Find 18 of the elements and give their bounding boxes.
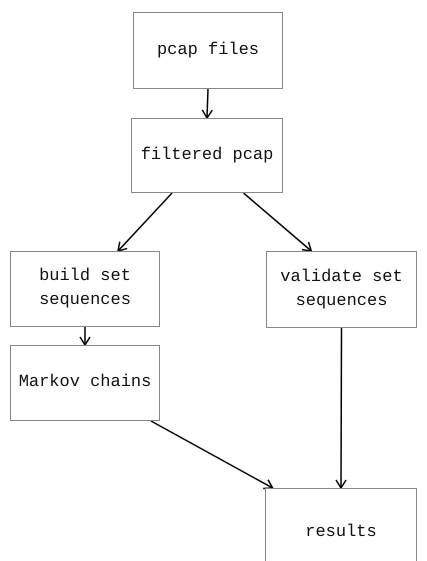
process-box: [265, 488, 417, 561]
box-label: filtered pcap: [140, 144, 274, 166]
arrow: [202, 88, 214, 119]
arrow: [117, 192, 173, 252]
box-label: validate set sequences: [279, 266, 404, 312]
process-box: [10, 345, 160, 421]
box-label: results: [305, 522, 377, 544]
box-label: build set sequences: [38, 266, 132, 312]
process-box: [10, 251, 160, 327]
process-box: [133, 12, 283, 89]
arrow: [243, 192, 312, 252]
arrow: [335, 328, 347, 489]
arrow: [150, 420, 274, 490]
process-box: [266, 251, 417, 328]
arrow: [79, 327, 91, 346]
box-label: Markov chains: [18, 372, 152, 394]
process-box: [131, 118, 283, 193]
box-label: pcap files: [156, 40, 260, 62]
